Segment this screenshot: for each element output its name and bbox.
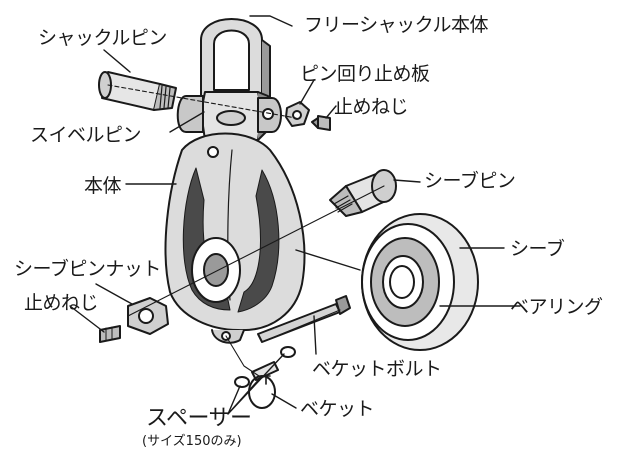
assembly-axis-lines (107, 84, 385, 379)
label-set-screw-top: 止めねじ (334, 96, 409, 118)
sheave-pin-part (329, 169, 397, 217)
label-becket: ベケット (300, 398, 375, 420)
label-sheave-pin: シーブピン (424, 170, 516, 192)
label-shackle-pin: シャックルピン (38, 27, 167, 49)
block-body-part (164, 132, 306, 344)
label-set-screw-left: 止めねじ (24, 292, 99, 314)
label-spacer: スペーサー (146, 406, 252, 431)
spacer-part (234, 346, 296, 388)
pin-stop-plate-part (285, 101, 310, 127)
label-swivel-pin: スイベルピン (30, 124, 142, 146)
label-pin-stop-plate: ピン回り止め板 (300, 63, 430, 85)
label-free-shackle-body: フリーシャックル本体 (304, 14, 489, 36)
shackle-pin-part (98, 71, 177, 111)
leader-lines (69, 15, 521, 415)
label-sheave: シーブ (510, 238, 565, 260)
label-becket-bolt: ベケットボルト (312, 358, 442, 380)
sheave-part (361, 213, 479, 351)
sheave-pin-nut-part (127, 297, 169, 335)
set-screw-top-part (311, 115, 331, 131)
set-screw-left-part (99, 325, 121, 343)
label-bearing: ベアリング (510, 296, 603, 318)
label-spacer-note: (サイズ150のみ) (142, 434, 242, 449)
shackle-bow-part (200, 18, 271, 105)
becket-part (248, 375, 276, 409)
label-body: 本体 (84, 175, 122, 197)
becket-bolt-part (257, 295, 351, 343)
label-sheave-pin-nut: シーブピンナット (14, 258, 161, 280)
